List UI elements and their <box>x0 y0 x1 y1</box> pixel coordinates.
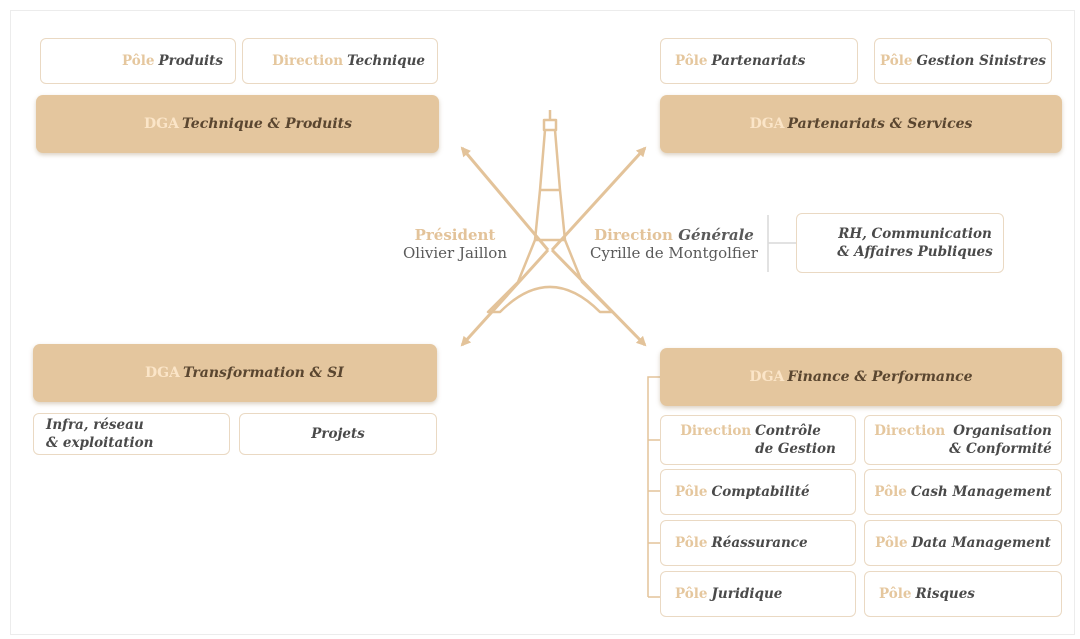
rh-communication-box: RH, Communication & Affaires Publiques <box>796 213 1004 273</box>
direction-technique-label: Technique <box>347 52 425 69</box>
dga-transformation-si-prefix: DGA <box>145 365 180 381</box>
pole-data-management-prefix: Pôle <box>875 534 908 551</box>
dga-finance-performance-label: Finance & Performance <box>787 369 973 385</box>
direction-generale-role-prefix: Direction <box>594 226 673 244</box>
pole-reassurance-label: Réassurance <box>711 534 808 551</box>
pole-gestion-sinistres-prefix: Pôle <box>879 52 913 69</box>
pole-data-management-label: Data Management <box>911 534 1051 551</box>
pole-juridique-box: Pôle Juridique <box>660 571 856 617</box>
pole-reassurance-box: Pôle Réassurance <box>660 520 856 566</box>
direction-generale-name: Cyrille de Montgolfier <box>590 244 758 262</box>
direction-generale-role: Direction Générale <box>585 226 763 244</box>
finance-tree-connector <box>647 376 660 598</box>
direction-generale-role-italic: Générale <box>678 226 754 244</box>
dga-finance-performance: DGA Finance & Performance <box>660 348 1062 406</box>
pole-partenariats-prefix: Pôle <box>675 52 708 69</box>
arrow-top-left <box>460 146 550 251</box>
direction-technique-box: Direction Technique <box>242 38 438 84</box>
pole-juridique-label: Juridique <box>711 585 783 602</box>
dga-partenariats-services-label: Partenariats & Services <box>787 116 973 132</box>
pole-cash-management-box: Pôle Cash Management <box>864 469 1062 515</box>
infra-reseau-box: Infra, réseau & exploitation <box>33 413 230 455</box>
pole-gestion-sinistres-box: Pôle Gestion Sinistres <box>874 38 1052 84</box>
direction-generale-block: Direction Générale Cyrille de Montgolfie… <box>585 226 763 262</box>
pole-cash-management-label: Cash Management <box>910 483 1052 500</box>
direction-organisation-box: Direction Organisation & Conformité <box>864 415 1062 465</box>
dga-transformation-si: DGA Transformation & SI <box>33 344 437 402</box>
pole-comptabilite-prefix: Pôle <box>675 483 708 500</box>
infra-reseau-label: Infra, réseau & exploitation <box>46 416 154 451</box>
pole-reassurance-prefix: Pôle <box>675 534 708 551</box>
president-block: Président Olivier Jaillon <box>380 226 530 262</box>
direction-controle-gestion-label: Contrôle de Gestion <box>755 423 836 458</box>
chart-frame <box>10 10 1075 635</box>
pole-produits-label: Produits <box>158 52 224 69</box>
dga-partenariats-services: DGA Partenariats & Services <box>660 95 1062 153</box>
dga-finance-performance-prefix: DGA <box>749 369 785 385</box>
dga-partenariats-services-prefix: DGA <box>749 116 785 132</box>
dga-technique-produits-prefix: DGA <box>144 116 179 132</box>
pole-comptabilite-box: Pôle Comptabilité <box>660 469 856 515</box>
direction-organisation-label: Organisation & Conformité <box>949 423 1052 458</box>
pole-risques-box: Pôle Risques <box>864 571 1062 617</box>
eiffel-tower-icon <box>486 110 614 314</box>
rh-communication-label: RH, Communication & Affaires Publiques <box>837 225 993 260</box>
direction-controle-gestion-box: Direction Contrôle de Gestion <box>660 415 856 465</box>
pole-gestion-sinistres-label: Gestion Sinistres <box>916 52 1047 69</box>
pole-produits-box: Pôle Produits <box>40 38 236 84</box>
pole-cash-management-prefix: Pôle <box>874 483 907 500</box>
pole-partenariats-box: Pôle Partenariats <box>660 38 858 84</box>
projets-label: Projets <box>311 425 365 442</box>
projets-box: Projets <box>239 413 437 455</box>
dga-technique-produits: DGA Technique & Produits <box>36 95 439 153</box>
pole-risques-label: Risques <box>915 585 975 602</box>
direction-controle-gestion-prefix: Direction <box>680 423 752 439</box>
arrow-top-right <box>550 146 647 252</box>
pole-data-management-box: Pôle Data Management <box>864 520 1062 566</box>
arrow-bottom-left <box>460 248 550 347</box>
president-role: Président <box>414 226 496 244</box>
pole-partenariats-label: Partenariats <box>711 52 806 69</box>
pole-produits-prefix: Pôle <box>121 52 155 69</box>
pole-juridique-prefix: Pôle <box>675 585 708 602</box>
direction-technique-prefix: Direction <box>272 52 344 69</box>
dga-transformation-si-label: Transformation & SI <box>182 365 344 381</box>
direction-organisation-prefix: Direction <box>874 423 946 439</box>
dga-technique-produits-label: Technique & Produits <box>181 116 353 132</box>
pole-risques-prefix: Pôle <box>879 585 912 602</box>
pole-comptabilite-label: Comptabilité <box>711 483 810 500</box>
president-name: Olivier Jaillon <box>402 244 508 262</box>
